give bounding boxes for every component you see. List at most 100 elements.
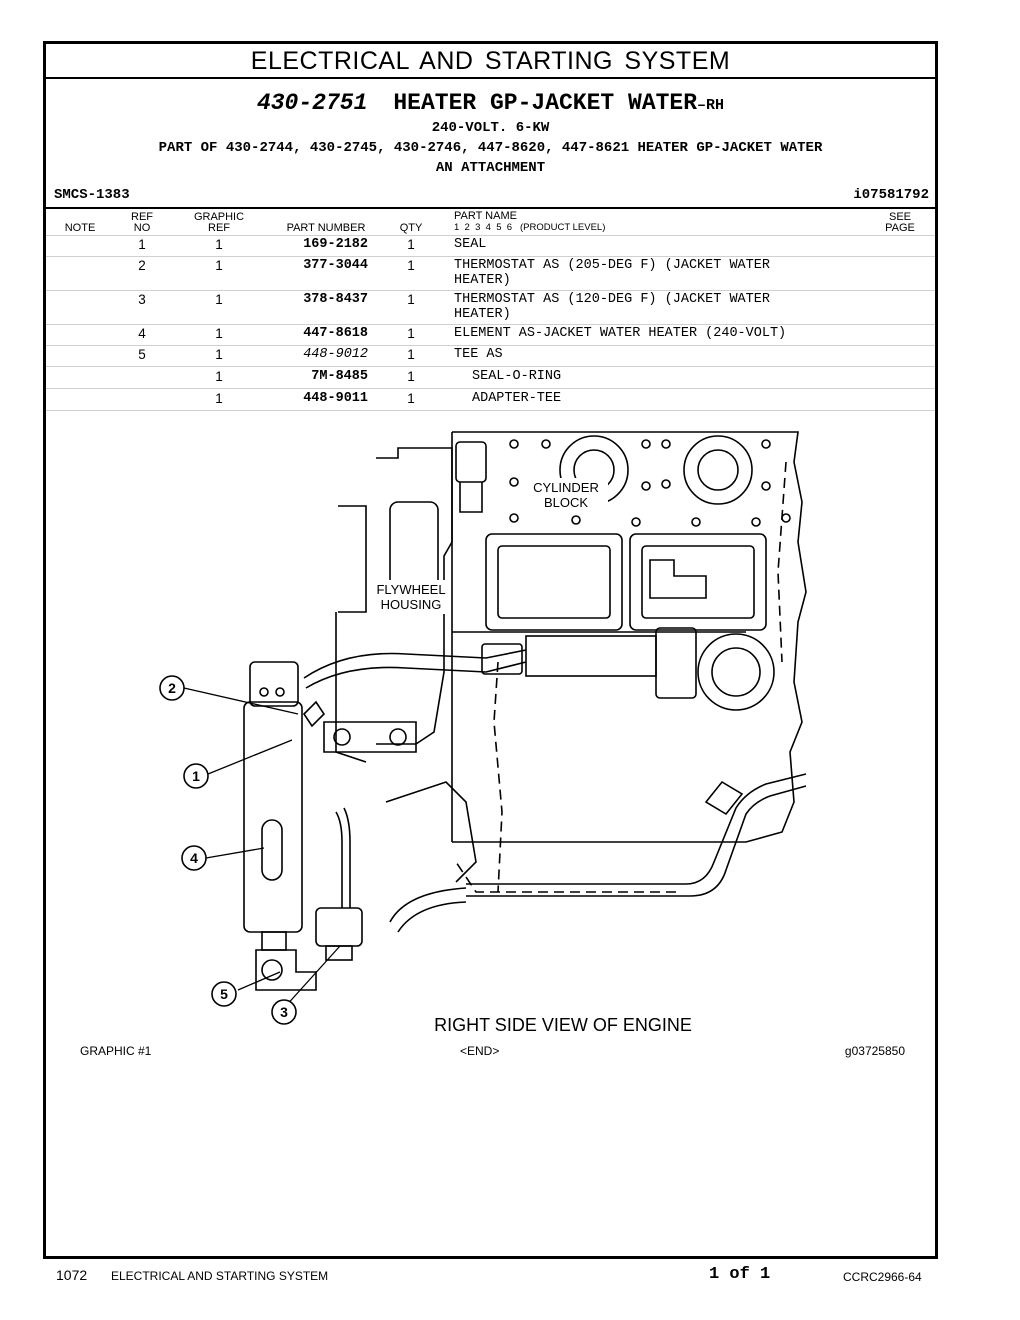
graphic-ref: 1 [215,237,223,252]
row-divider [46,410,935,411]
dashed-edge-1 [493,661,503,893]
part-name: SEAL-O-RING [472,369,562,384]
harness-lower [305,661,527,689]
part-number: 447-8618 [303,326,368,341]
duct-flange [655,627,697,699]
cover-plate-2-inner [641,545,755,619]
dashed-edge-2 [777,461,787,663]
header-divider [46,207,935,209]
group-rating: 240-VOLT. 6-KW [431,120,550,136]
dashed-edge-3 [455,861,676,893]
label-flywheel-2: HOUSING [381,597,442,612]
col-part-number: PART NUMBER [286,222,366,234]
tee-assembly [255,949,317,991]
graphic-ref: 1 [215,292,223,307]
part-name: TEE AS [454,347,503,362]
graphic-id: g03725850 [844,1044,905,1058]
row-divider [46,388,935,389]
illustration-caption: RIGHT SIDE VIEW OF ENGINE [434,1015,692,1035]
label-flywheel-1: FLYWHEEL [376,582,445,597]
part-number: 169-2182 [303,237,368,252]
callout-leaders [183,687,341,1009]
flywheel-housing-outline [376,447,453,745]
top-connector [455,441,487,483]
cover-plate-1-inner [497,545,611,619]
part-number: 448-9011 [303,391,368,406]
qty: 1 [407,326,415,341]
col-graphic-2: REF [208,222,230,234]
return-hose-upper [466,773,807,885]
part-name: ADAPTER-TEE [472,391,562,406]
engine-illustration: 2 1 4 5 3 CYLINDER BLOCK FLYWHEEL HOUSIN… [159,431,807,1035]
graphic-ref: 1 [215,391,223,406]
part-name: THERMOSTAT AS (205-DEG F) (JACKET WATER … [454,258,770,288]
turbo-housing-inner [711,647,761,697]
callout-3: 3 [280,1004,288,1020]
callout-5: 5 [220,986,228,1002]
qty: 1 [407,258,415,273]
bracket-bolt-2 [389,728,407,746]
block-outline [452,431,807,843]
harness-upper [303,649,527,679]
part-name: ELEMENT AS-JACKET WATER HEATER (240-VOLT… [454,326,787,341]
heater-head-screw-1 [259,687,269,697]
ref-no: 4 [138,326,146,341]
flywheel-housing-window [389,501,439,591]
thermostat-205-base [325,945,353,961]
qty: 1 [407,347,415,362]
exhaust-duct [525,635,657,677]
group-attachment: AN ATTACHMENT [435,160,546,176]
page-of: 1 of 1 [709,1265,771,1284]
thermostat-top [302,700,326,728]
label-cylinder-2: BLOCK [544,495,588,510]
col-see-1: SEE [888,211,911,223]
thermostat-205 [315,907,363,947]
group-part-of: PART OF 430-2744, 430-2745, 430-2746, 44… [158,140,823,156]
smcs-code: SMCS-1383 [54,187,130,203]
heater-sight [261,819,283,881]
cylinder-head-2-inner [697,449,739,491]
col-product-level: 1 2 3 4 5 6 (PRODUCT LEVEL) [454,222,606,233]
graphic-number: GRAPHIC #1 [80,1044,152,1058]
bracket-arm [385,781,477,883]
callout-1: 1 [192,768,200,784]
graphic-ref: 1 [215,326,223,341]
document-ident: i07581792 [853,187,929,203]
cover-plate-2 [629,533,767,631]
group-part-number: 430-2751 [256,90,368,116]
col-qty: QTY [399,222,423,234]
document-number: CCRC2966-64 [843,1270,922,1284]
row-divider [46,235,935,236]
part-number: 448-9012 [303,347,368,362]
cover-plate-2-boss [649,559,707,599]
harness-connector [481,643,523,675]
page-number: 1072 [56,1267,88,1283]
col-ref-1: REF [131,211,153,223]
part-name: SEAL [454,237,487,252]
col-graphic-1: GRAPHIC [193,211,245,223]
qty: 1 [407,369,415,384]
part-name: THERMOSTAT AS (120-DEG F) (JACKET WATER … [454,292,770,322]
ref-no: 3 [138,292,146,307]
heater-head [249,661,299,707]
col-ref-2: NO [133,222,151,234]
col-see-2: PAGE [885,222,915,234]
callout-4: 4 [190,850,198,866]
col-part-name: PART NAME [454,210,517,222]
row-divider [46,290,935,291]
ref-no: 1 [138,237,146,252]
bracket-bolt-1 [333,728,351,746]
thermostat-wire [335,811,343,908]
row-divider [46,345,935,346]
cylinder-head-2 [683,435,753,505]
row-divider [46,366,935,367]
hose-to-heater-upper [389,887,467,923]
return-hose-lower [466,785,807,897]
graphic-ref: 1 [215,258,223,273]
mount-bracket [323,721,417,753]
part-number: 378-8437 [303,292,368,307]
hose-to-heater-lower [397,901,467,933]
graphic-ref: 1 [215,369,223,384]
